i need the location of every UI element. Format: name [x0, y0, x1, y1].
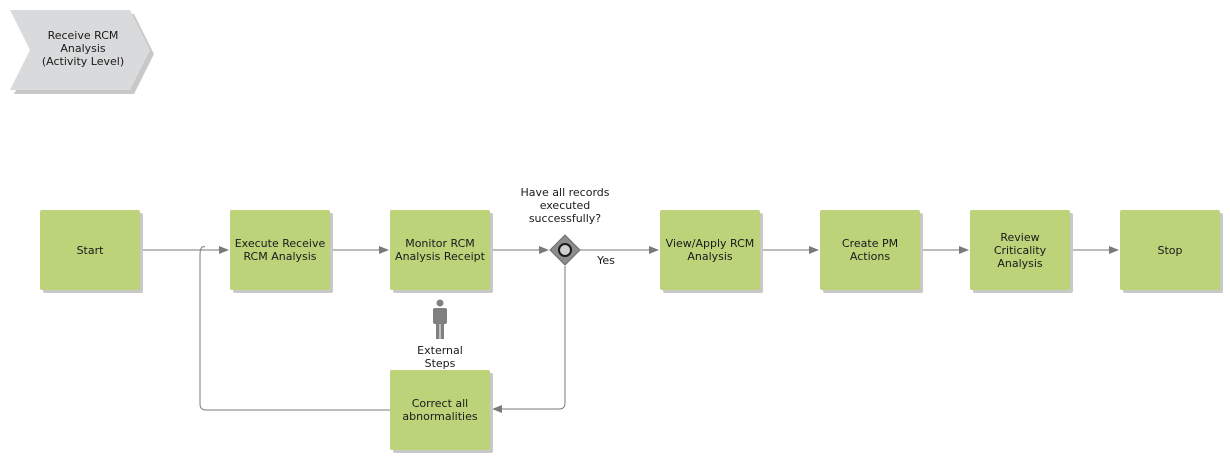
- activity-stop: [1120, 210, 1223, 293]
- activity-monitor-receipt: [390, 210, 493, 293]
- header-chevron: [10, 10, 154, 94]
- gateway-circle-icon: [558, 243, 572, 257]
- connectors: [140, 246, 1119, 413]
- activity-start: [40, 210, 143, 293]
- activity-correct-abnormalities: [390, 370, 493, 453]
- activity-review-criticality: [970, 210, 1073, 293]
- connector-line-jump: [199, 246, 206, 256]
- activity-view-apply: [660, 210, 763, 293]
- gateway-diamond: [549, 234, 581, 266]
- activity-execute-receive: [230, 210, 333, 293]
- connector-correct-loop-back: [199, 255, 390, 411]
- person-icon: [433, 299, 447, 339]
- connector-gateway-no-to-correct: [492, 266, 566, 413]
- activity-create-pm: [820, 210, 923, 293]
